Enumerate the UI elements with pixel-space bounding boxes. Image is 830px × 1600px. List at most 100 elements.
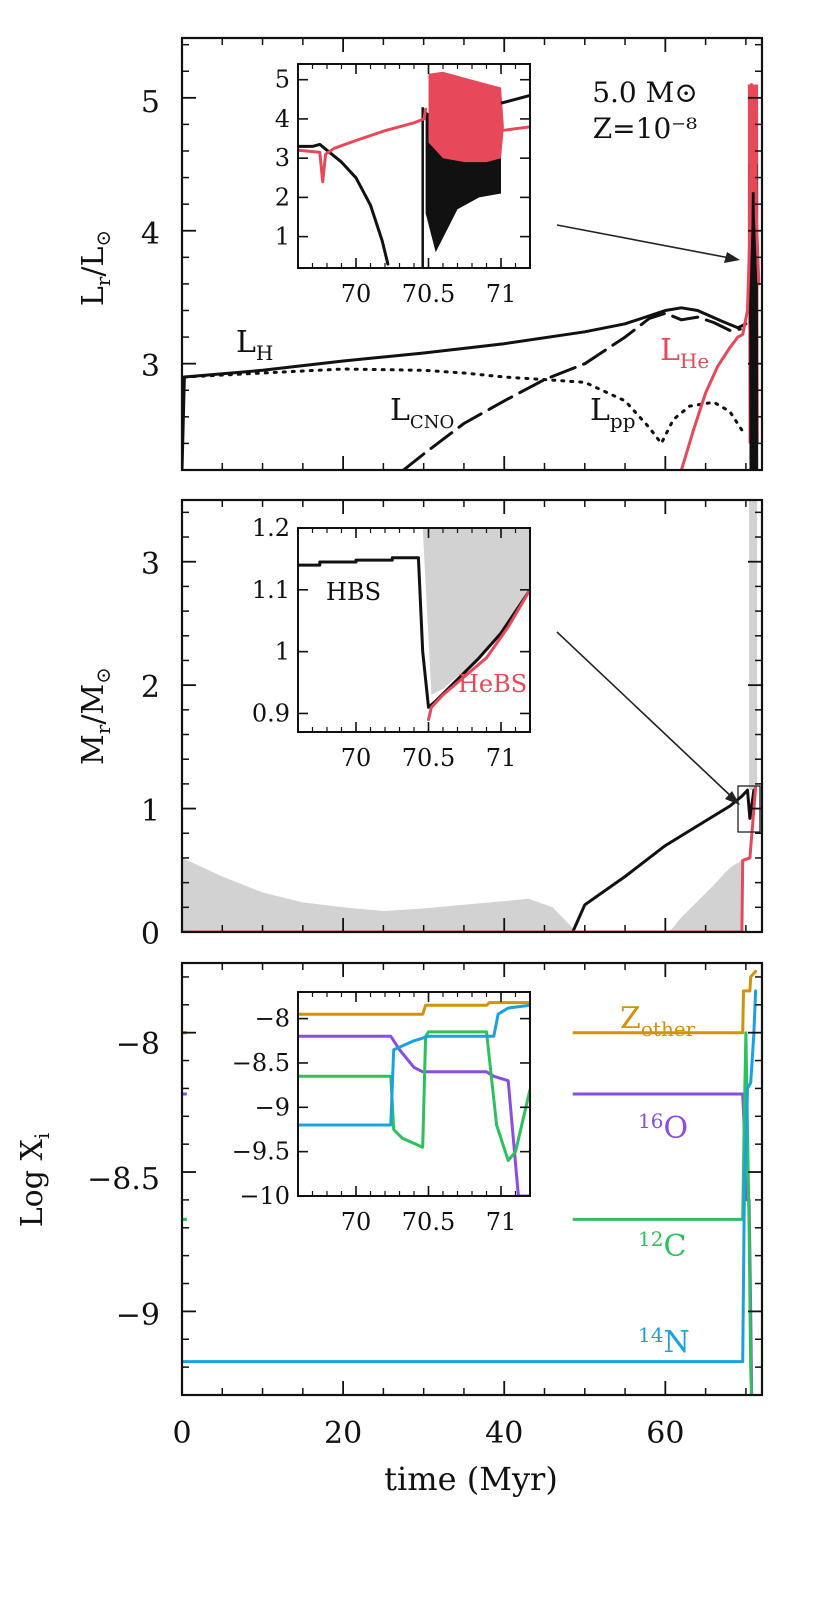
mass-inset-arrow (556, 631, 736, 801)
abundances-inset-ytick-label: −10 (239, 1182, 290, 1210)
mass-arrow-head (725, 791, 740, 805)
xtick-label-20: 20 (324, 1416, 362, 1451)
abundance-ticks: 0 20 40 60 (172, 963, 762, 1451)
mass_coordinate-inset-series-hbs (298, 556, 530, 709)
xtick-label-60: 60 (646, 1416, 684, 1451)
luminosity-ticks (181, 38, 762, 471)
abundances-inset-xtick-label: 70.5 (402, 1208, 455, 1236)
mass-ytick-0: 0 (141, 917, 160, 952)
metallicity-annotation: Z=10⁻⁸ (593, 112, 698, 145)
mass-annotation: 5.0 M⊙ (592, 76, 698, 109)
inset-h-tail (500, 93, 530, 105)
luminosity-inset: 70 70.5 71 1 2 3 4 5 (275, 63, 531, 308)
abundances-inset-ytick-label: −8.5 (232, 1049, 290, 1077)
mass-ytick-1: 1 (141, 794, 160, 829)
luminosity-inset-series-l-h (298, 142, 390, 266)
convective-zone-1 (669, 860, 742, 932)
mass-zoom-box (737, 785, 761, 833)
lh-label: LH (236, 325, 273, 365)
convective-zone-late (749, 500, 758, 791)
luminosity-inset-arrow (556, 224, 736, 260)
luminosity-data-layer (182, 83, 761, 470)
xtick-label-40: 40 (485, 1416, 523, 1451)
luminosity-arrow-head (724, 252, 740, 263)
luminosity-panel: 3 4 5 Lr/L⊙ 5.0 M⊙ Z=10⁻⁸ LH LCNO Lpp LH… (76, 36, 764, 472)
luminosity-series-l-h (182, 306, 748, 470)
mass-inset-data (298, 528, 530, 722)
luminosity-ytick-3: 3 (141, 349, 160, 384)
abundances-inset-series-z-other (298, 1001, 530, 1016)
luminosity-series-l-cno (402, 311, 742, 470)
inset-he-envelope (428, 71, 504, 163)
mass-panel: 0 1 2 3 Mr/M⊙ 70 70.5 71 0.9 1 1.1 1.2 HBS HeB… (76, 498, 764, 952)
hbs-label: HBS (326, 578, 381, 606)
mass-inset-ticks: 70 70.5 71 0.9 1 1.1 1.2 (252, 514, 531, 772)
mass_coordinate-inset-xtick-label: 70.5 (402, 744, 455, 772)
abundance-frame (180, 961, 764, 1397)
mass_coordinate-series-hbs (571, 788, 756, 932)
inset-he-tail (500, 125, 530, 133)
luminosity-ylabel: Lr/L⊙ (76, 230, 115, 306)
lhe-label: LHe (660, 333, 709, 373)
zother-label: Zother (620, 1001, 696, 1041)
abundance-inset-bg (298, 992, 530, 1196)
luminosity-inset-xtick-label: 70 (341, 280, 372, 308)
mass_coordinate-series-hebs (182, 786, 758, 932)
mass-inset: 70 70.5 71 0.9 1 1.1 1.2 HBS HeBS (252, 514, 531, 772)
luminosity-inset-xtick-label: 71 (486, 280, 517, 308)
abundance-ytick-m8-5: −8.5 (87, 1162, 160, 1197)
abundance-ylabel: Log Xi (15, 1133, 54, 1228)
luminosity-inset-ytick-label: 4 (275, 105, 290, 133)
luminosity-ytick-5: 5 (141, 85, 160, 120)
abundances-inset-series-16o (298, 1034, 530, 1196)
mass_coordinate-inset-xtick-label: 70 (341, 744, 372, 772)
mass-ytick-3: 3 (141, 547, 160, 582)
mass_coordinate-inset-ytick-label: 1.2 (252, 514, 290, 542)
mass-data-layer (182, 500, 758, 932)
convective-zone-0 (182, 857, 577, 932)
luminosity-inset-data (298, 71, 530, 268)
luminosity-ytick-4: 4 (141, 217, 160, 252)
luminosity-inset-ticks: 70 70.5 71 1 2 3 4 5 (275, 64, 531, 308)
abundances-series-z-other (182, 969, 758, 1035)
luminosity-frame (180, 36, 764, 472)
xtick-label-0: 0 (172, 1416, 191, 1451)
mass-ylabel: Mr/M⊙ (76, 667, 115, 765)
lpp-label: Lpp (590, 393, 636, 433)
abundance-inset-data (298, 1001, 530, 1196)
mass_coordinate-inset-ytick-label: 1 (275, 638, 290, 666)
mass_coordinate-inset-xtick-label: 71 (486, 744, 517, 772)
mass_coordinate-inset-ytick-label: 0.9 (252, 699, 290, 727)
abundances-inset-ytick-label: −9 (255, 1093, 290, 1121)
mass-ticks (181, 500, 762, 933)
lcno-label: LCNO (390, 393, 454, 433)
mass-ytick-2: 2 (141, 670, 160, 705)
luminosity-inset-ytick-label: 5 (275, 66, 290, 94)
luminosity-inset-series-l-he (298, 107, 428, 184)
abundances-inset-ytick-label: −8 (255, 1005, 290, 1033)
abundances-inset-series-12c (298, 1030, 530, 1162)
abundances-inset-series-14n (298, 1003, 530, 1127)
luminosity-inset-ytick-label: 1 (275, 223, 290, 251)
luminosity-inset-xtick-label: 70.5 (402, 280, 455, 308)
abundances-inset-ytick-label: −9.5 (232, 1138, 290, 1166)
luminosity-series-l-he (679, 83, 761, 470)
mass-frame (180, 498, 764, 934)
inset-convective-zone (422, 528, 530, 695)
luminosity-series-l-pp (182, 367, 744, 445)
abundance-ytick-m8: −8 (116, 1027, 160, 1062)
abundances-inset-xtick-label: 70 (341, 1208, 372, 1236)
hebs-label: HeBS (458, 670, 527, 698)
mass_coordinate-inset-series-hebs (427, 588, 530, 722)
c12-label: 12C (638, 1227, 686, 1264)
luminosity-inset-ytick-label: 3 (275, 144, 290, 172)
mass_coordinate-inset-ytick-label: 1.1 (252, 576, 290, 604)
xaxis-label: time (Myr) (384, 1460, 558, 1498)
n14-label: 14N (638, 1323, 690, 1360)
luminosity-inset-ytick-label: 2 (275, 183, 290, 211)
abundance-ytick-m9: −9 (116, 1298, 160, 1333)
